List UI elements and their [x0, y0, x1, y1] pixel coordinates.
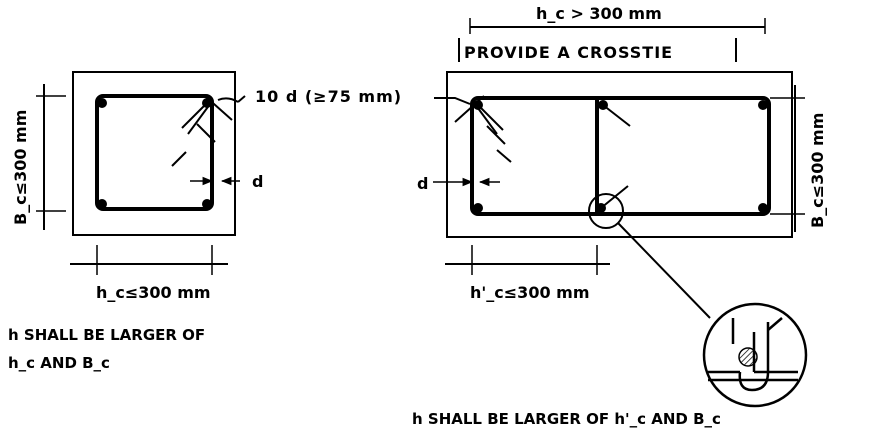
- crosstie-note: PROVIDE A CROSSTIE: [464, 43, 673, 62]
- right-bar-br: [758, 203, 768, 213]
- hook-extension-leader-right: [434, 97, 471, 105]
- left-bar-dia-label: d: [252, 172, 264, 191]
- detail-callout-large: [702, 302, 808, 408]
- hook-extension-label: 10 d (≥75 mm): [255, 87, 402, 106]
- right-concrete-outline: [446, 71, 793, 238]
- detail-callout-small: [588, 193, 624, 229]
- right-bar-bl: [473, 203, 483, 213]
- hook-enlarged-detail: [708, 317, 798, 392]
- right-top-dimension: h_c > 300 mm: [536, 4, 662, 23]
- right-hook-detail: [454, 95, 512, 163]
- right-bar-dia-label: d: [417, 174, 429, 193]
- right-note: h SHALL BE LARGER OF h'_c AND B_c: [412, 410, 721, 428]
- right-tie: [470, 96, 771, 216]
- right-vertical-dimension: B_c≤300 mm: [808, 113, 827, 228]
- left-bar-bl: [97, 199, 107, 209]
- left-bar-br: [202, 199, 212, 209]
- right-column-section: h_c > 300 mm PROVIDE A CROSSTIE B_c≤300 …: [412, 4, 827, 428]
- left-note-line1: h SHALL BE LARGER OF: [8, 326, 205, 344]
- left-concrete-outline: [72, 71, 236, 236]
- left-hook-detail: [171, 95, 233, 167]
- left-column-section: B_c≤300 mm h_c≤300 mm d h SHALL BE LARGE…: [8, 71, 264, 372]
- right-horizontal-dimension: h'_c≤300 mm: [470, 283, 590, 302]
- left-bar-tl: [97, 98, 107, 108]
- hook-extension-leader-left: [217, 97, 239, 103]
- left-note-line2: h_c AND B_c: [8, 354, 110, 372]
- left-vertical-dimension: B_c≤300 mm: [11, 110, 30, 225]
- left-horizontal-dimension: h_c≤300 mm: [96, 283, 211, 302]
- left-tie: [95, 94, 214, 211]
- hook-enlarged-bar: [738, 347, 758, 367]
- right-bar-tr: [758, 100, 768, 110]
